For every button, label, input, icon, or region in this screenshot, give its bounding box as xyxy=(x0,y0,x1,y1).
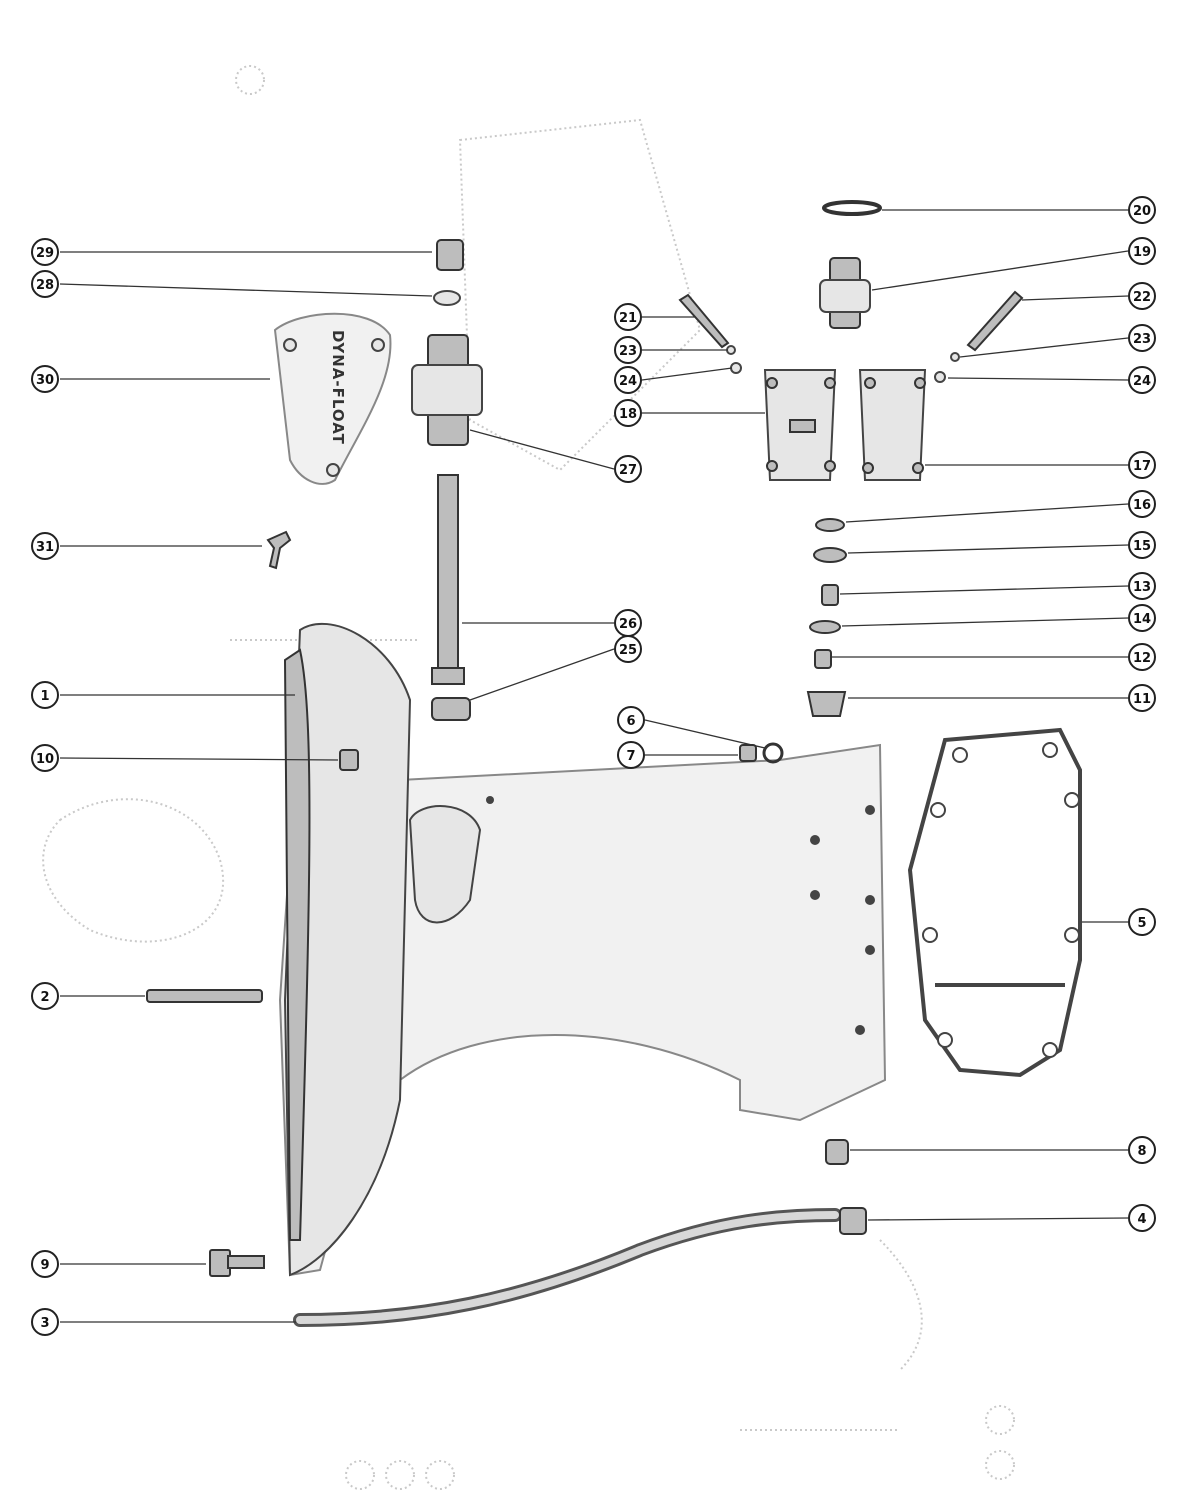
callout-11: 11 xyxy=(1128,684,1156,712)
callout-26: 26 xyxy=(614,609,642,637)
hex-screw xyxy=(209,1249,265,1277)
fitting xyxy=(339,749,359,771)
callout-18: 18 xyxy=(614,399,642,427)
svg-text:25: 25 xyxy=(619,643,637,658)
svg-text:23: 23 xyxy=(619,344,637,359)
svg-text:1: 1 xyxy=(40,689,49,704)
gasket xyxy=(907,727,1082,1078)
svg-text:11: 11 xyxy=(1133,692,1151,707)
grommet xyxy=(839,1207,867,1235)
long-screw-right xyxy=(966,290,1024,352)
svg-text:27: 27 xyxy=(619,463,637,478)
svg-text:18: 18 xyxy=(619,407,637,422)
callout-12: 12 xyxy=(1128,643,1156,671)
svg-text:19: 19 xyxy=(1133,245,1151,260)
svg-text:29: 29 xyxy=(36,246,54,261)
callout-9: 9 xyxy=(31,1250,59,1278)
callout-30: 30 xyxy=(31,365,59,393)
svg-text:14: 14 xyxy=(1133,612,1151,627)
callout-labels: 29 28 30 31 1 10 2 9 3 21 23 24 18 27 26… xyxy=(31,196,1156,1336)
callout-4: 4 xyxy=(1128,1204,1156,1232)
callout-14: 14 xyxy=(1128,604,1156,632)
svg-text:21: 21 xyxy=(619,311,637,326)
callout-24-left: 24 xyxy=(614,366,642,394)
callout-10: 10 xyxy=(31,744,59,772)
svg-text:10: 10 xyxy=(36,752,54,767)
svg-text:17: 17 xyxy=(1133,459,1151,474)
nut-and-washer xyxy=(433,239,464,306)
nut xyxy=(825,1139,849,1165)
callout-5: 5 xyxy=(1128,908,1156,936)
svg-text:24: 24 xyxy=(1133,374,1151,389)
callout-15: 15 xyxy=(1128,531,1156,559)
rear-mount-assembly xyxy=(411,334,483,721)
callout-31: 31 xyxy=(31,532,59,560)
callout-29: 29 xyxy=(31,238,59,266)
svg-text:3: 3 xyxy=(40,1316,49,1331)
svg-text:30: 30 xyxy=(36,373,54,388)
callout-3: 3 xyxy=(31,1308,59,1336)
svg-text:22: 22 xyxy=(1133,290,1151,305)
svg-text:28: 28 xyxy=(36,278,54,293)
screw xyxy=(266,530,292,570)
svg-text:4: 4 xyxy=(1137,1212,1146,1227)
svg-text:23: 23 xyxy=(1133,332,1151,347)
callout-6: 6 xyxy=(617,706,645,734)
callout-27: 27 xyxy=(614,455,642,483)
callout-13: 13 xyxy=(1128,572,1156,600)
mount-housing-halves xyxy=(763,369,927,481)
callout-23-right: 23 xyxy=(1128,324,1156,352)
water-tube xyxy=(293,1208,842,1327)
callout-19: 19 xyxy=(1128,237,1156,265)
svg-text:13: 13 xyxy=(1133,580,1151,595)
long-screw-left xyxy=(678,293,730,349)
callout-28: 28 xyxy=(31,270,59,298)
callout-1: 1 xyxy=(31,681,59,709)
dyna-float-logo: DYNA-FLOAT xyxy=(329,330,347,445)
callout-23-left: 23 xyxy=(614,336,642,364)
callout-2: 2 xyxy=(31,982,59,1010)
svg-text:31: 31 xyxy=(36,540,54,555)
svg-text:20: 20 xyxy=(1133,204,1151,219)
svg-text:5: 5 xyxy=(1137,916,1146,931)
callout-20: 20 xyxy=(1128,196,1156,224)
drive-shaft-housing xyxy=(278,622,887,1277)
callout-7: 7 xyxy=(617,741,645,769)
callout-17: 17 xyxy=(1128,451,1156,479)
svg-text:2: 2 xyxy=(40,990,49,1005)
front-mount-and-ring xyxy=(819,200,882,329)
svg-text:16: 16 xyxy=(1133,498,1151,513)
svg-text:8: 8 xyxy=(1137,1144,1146,1159)
svg-text:26: 26 xyxy=(619,617,637,632)
callout-21: 21 xyxy=(614,303,642,331)
svg-text:12: 12 xyxy=(1133,651,1151,666)
callout-22: 22 xyxy=(1128,282,1156,310)
callout-16: 16 xyxy=(1128,490,1156,518)
small-nut xyxy=(739,744,757,762)
leader-lines xyxy=(59,209,1129,1323)
svg-text:7: 7 xyxy=(626,749,635,764)
o-ring xyxy=(762,742,784,764)
svg-text:15: 15 xyxy=(1133,539,1151,554)
svg-text:24: 24 xyxy=(619,374,637,389)
dyna-float-cover: DYNA-FLOAT xyxy=(273,312,392,485)
callout-24-right: 24 xyxy=(1128,366,1156,394)
callout-8: 8 xyxy=(1128,1136,1156,1164)
callout-25: 25 xyxy=(614,635,642,663)
svg-text:6: 6 xyxy=(626,714,635,729)
stud xyxy=(146,989,263,1003)
washer-stack xyxy=(806,518,847,717)
svg-text:9: 9 xyxy=(40,1258,49,1273)
